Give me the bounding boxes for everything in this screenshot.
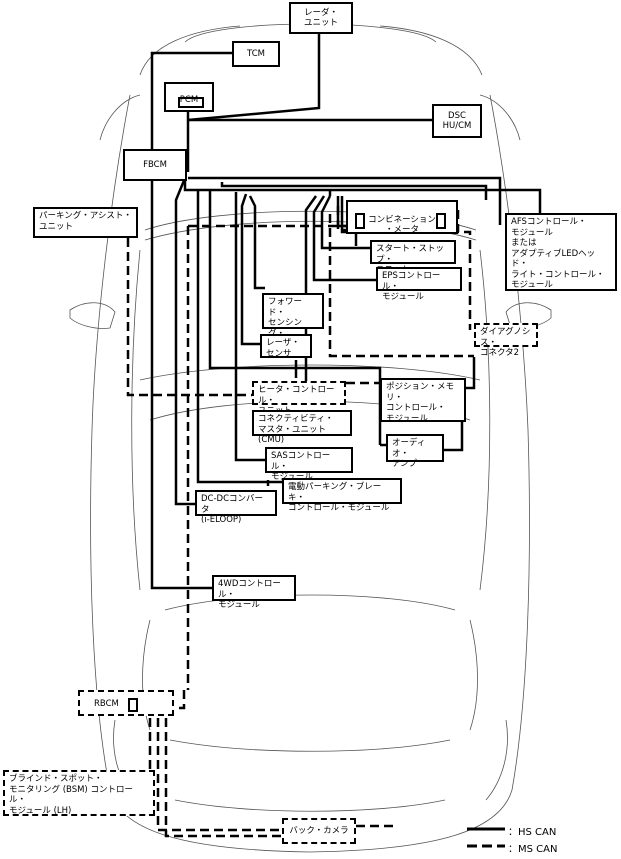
tcm-box: TCM [232,41,280,67]
parking-assist-unit-box: パーキング・アシスト・ ユニット [33,207,138,238]
diagnosis-connector-box: ダイアグノシス・ コネクタ2 [474,323,538,358]
pcm-connector [178,97,204,108]
start-stop-unit-box: スタート・ストップ・ ユニット [370,240,456,275]
meter-connector-right [436,213,446,229]
eps-control-module-box: EPSコントロール・ モジュール [376,267,462,302]
combination-meter-label: コンビネーション ・メータ [368,214,436,236]
position-memory-module-box: ポジション・メモリ・ コントロール・ モジュール [380,378,466,424]
epb-control-module-box: 電動パーキング・ブレーキ・ コントロール・モジュール [282,478,402,513]
legend-hs-can-label: ：HS CAN [508,827,557,838]
rbcm-box: RBCM [78,690,174,716]
dsc-hucm-box: DSC HU/CM [432,104,482,138]
audio-amp-box: オーディオ・ アンプ [386,434,444,469]
4wd-control-module-box: 4WDコントロール・ モジュール [212,575,296,610]
afs-control-module-box: AFSコントロール・ モジュール または アダプティブLEDヘッド・ ライト・コ… [505,213,617,291]
bsm-control-module-box: ブラインド・スポット・ モニタリング (BSM) コントロール・ モジュール (… [3,770,155,816]
combination-meter-box: コンビネーション ・メータ [346,200,458,236]
sas-control-module-box: SASコントロール・ モジュール [265,447,353,482]
pcm-label: PCM [179,94,199,105]
laser-sensor-box: レーザ・ センサ [260,334,312,359]
fbcm-box: FBCM [123,149,187,181]
heater-control-unit-box: ヒータ・コントロール・ ユニット [252,381,346,416]
radar-unit-box: レーダ・ ユニット [289,2,353,34]
legend-ms-can-label: ：MS CAN [508,844,558,855]
back-camera-box: バック・カメラ [282,818,356,844]
pcm-box: PCM [164,82,214,112]
ms-can-lines [126,206,474,838]
legend-lines [467,827,505,848]
cmu-box: コネクティビティ・ マスタ・ユニット(CMU) [252,410,352,445]
forward-sensing-camera-box: フォワード・ センシング・ カメラ [262,293,324,349]
meter-connector-left [355,213,365,229]
dcdc-converter-box: DC-DCコンバータ (i-ELOOP) [195,490,277,525]
rbcm-label: RBCM [94,699,119,709]
car-outline [69,23,552,853]
rbcm-connector [128,698,138,712]
